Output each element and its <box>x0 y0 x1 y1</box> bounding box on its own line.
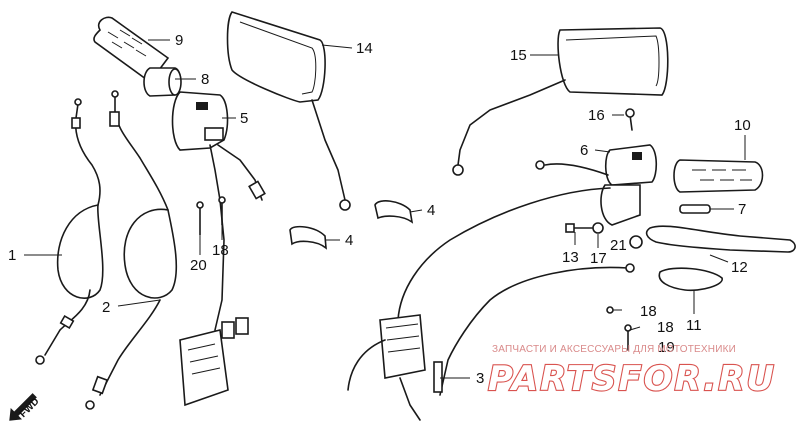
screw-18-right-b <box>624 324 632 351</box>
screw-18-left <box>218 196 226 226</box>
callout-20: 20 <box>190 257 207 274</box>
callout-1: 1 <box>8 247 16 264</box>
throttle-sleeve-8 <box>143 67 182 97</box>
callout-8: 8 <box>201 71 209 88</box>
clutch-cable-1 <box>35 98 104 365</box>
right-mirror-15 <box>452 27 669 176</box>
clamp-4-upper <box>374 200 414 224</box>
lever-holder-11 <box>658 267 723 292</box>
cable-3 <box>433 263 635 396</box>
left-switch-housing-5 <box>171 91 266 407</box>
callout-3: 3 <box>476 370 484 387</box>
fwd-label: FWD <box>18 396 42 420</box>
callout-4-lower: 4 <box>345 232 353 249</box>
callout-17: 17 <box>590 250 607 267</box>
callout-7: 7 <box>738 201 746 218</box>
throttle-cable-2 <box>85 90 178 410</box>
callout-2: 2 <box>102 299 110 316</box>
callout-13: 13 <box>562 249 579 266</box>
callout-18-right-b: 18 <box>657 319 674 336</box>
screw-18-right-a <box>606 306 614 314</box>
leader-lines <box>24 39 746 379</box>
callout-18-right-a: 18 <box>640 303 657 320</box>
watermark-logo: PARTSFOR.RU <box>488 359 776 399</box>
screw-16 <box>625 108 635 131</box>
callout-4-upper: 4 <box>427 202 435 219</box>
bolt-13 <box>565 223 593 233</box>
callout-15: 15 <box>510 47 527 64</box>
washer-17 <box>592 222 604 234</box>
fwd-arrow-icon <box>9 393 37 421</box>
callout-16: 16 <box>588 107 605 124</box>
callout-9: 9 <box>175 32 183 49</box>
callout-10: 10 <box>734 117 751 134</box>
left-mirror-14 <box>226 11 351 211</box>
brake-lever-12 <box>645 225 796 253</box>
callout-5: 5 <box>240 110 248 127</box>
callout-19: 19 <box>658 339 675 356</box>
callout-18-left: 18 <box>212 242 229 259</box>
callout-6: 6 <box>580 142 588 159</box>
callout-14: 14 <box>356 40 373 57</box>
watermark-caption: ЗАПЧАСТИ И АКСЕССУАРЫ ДЛЯ МОТОТЕХНИКИ <box>492 344 736 355</box>
screw-20 <box>196 201 204 236</box>
right-grip-10 <box>673 159 764 193</box>
callout-labels: 1 2 3 4 4 5 6 7 8 9 10 11 12 13 14 15 16… <box>8 32 751 387</box>
right-switch-housing-6 <box>347 144 658 421</box>
nut-21 <box>629 235 643 249</box>
pin-7 <box>679 204 711 214</box>
callout-11: 11 <box>686 317 702 334</box>
clamp-4-lower <box>289 225 327 250</box>
callout-21: 21 <box>610 237 627 254</box>
callout-12: 12 <box>731 259 748 276</box>
